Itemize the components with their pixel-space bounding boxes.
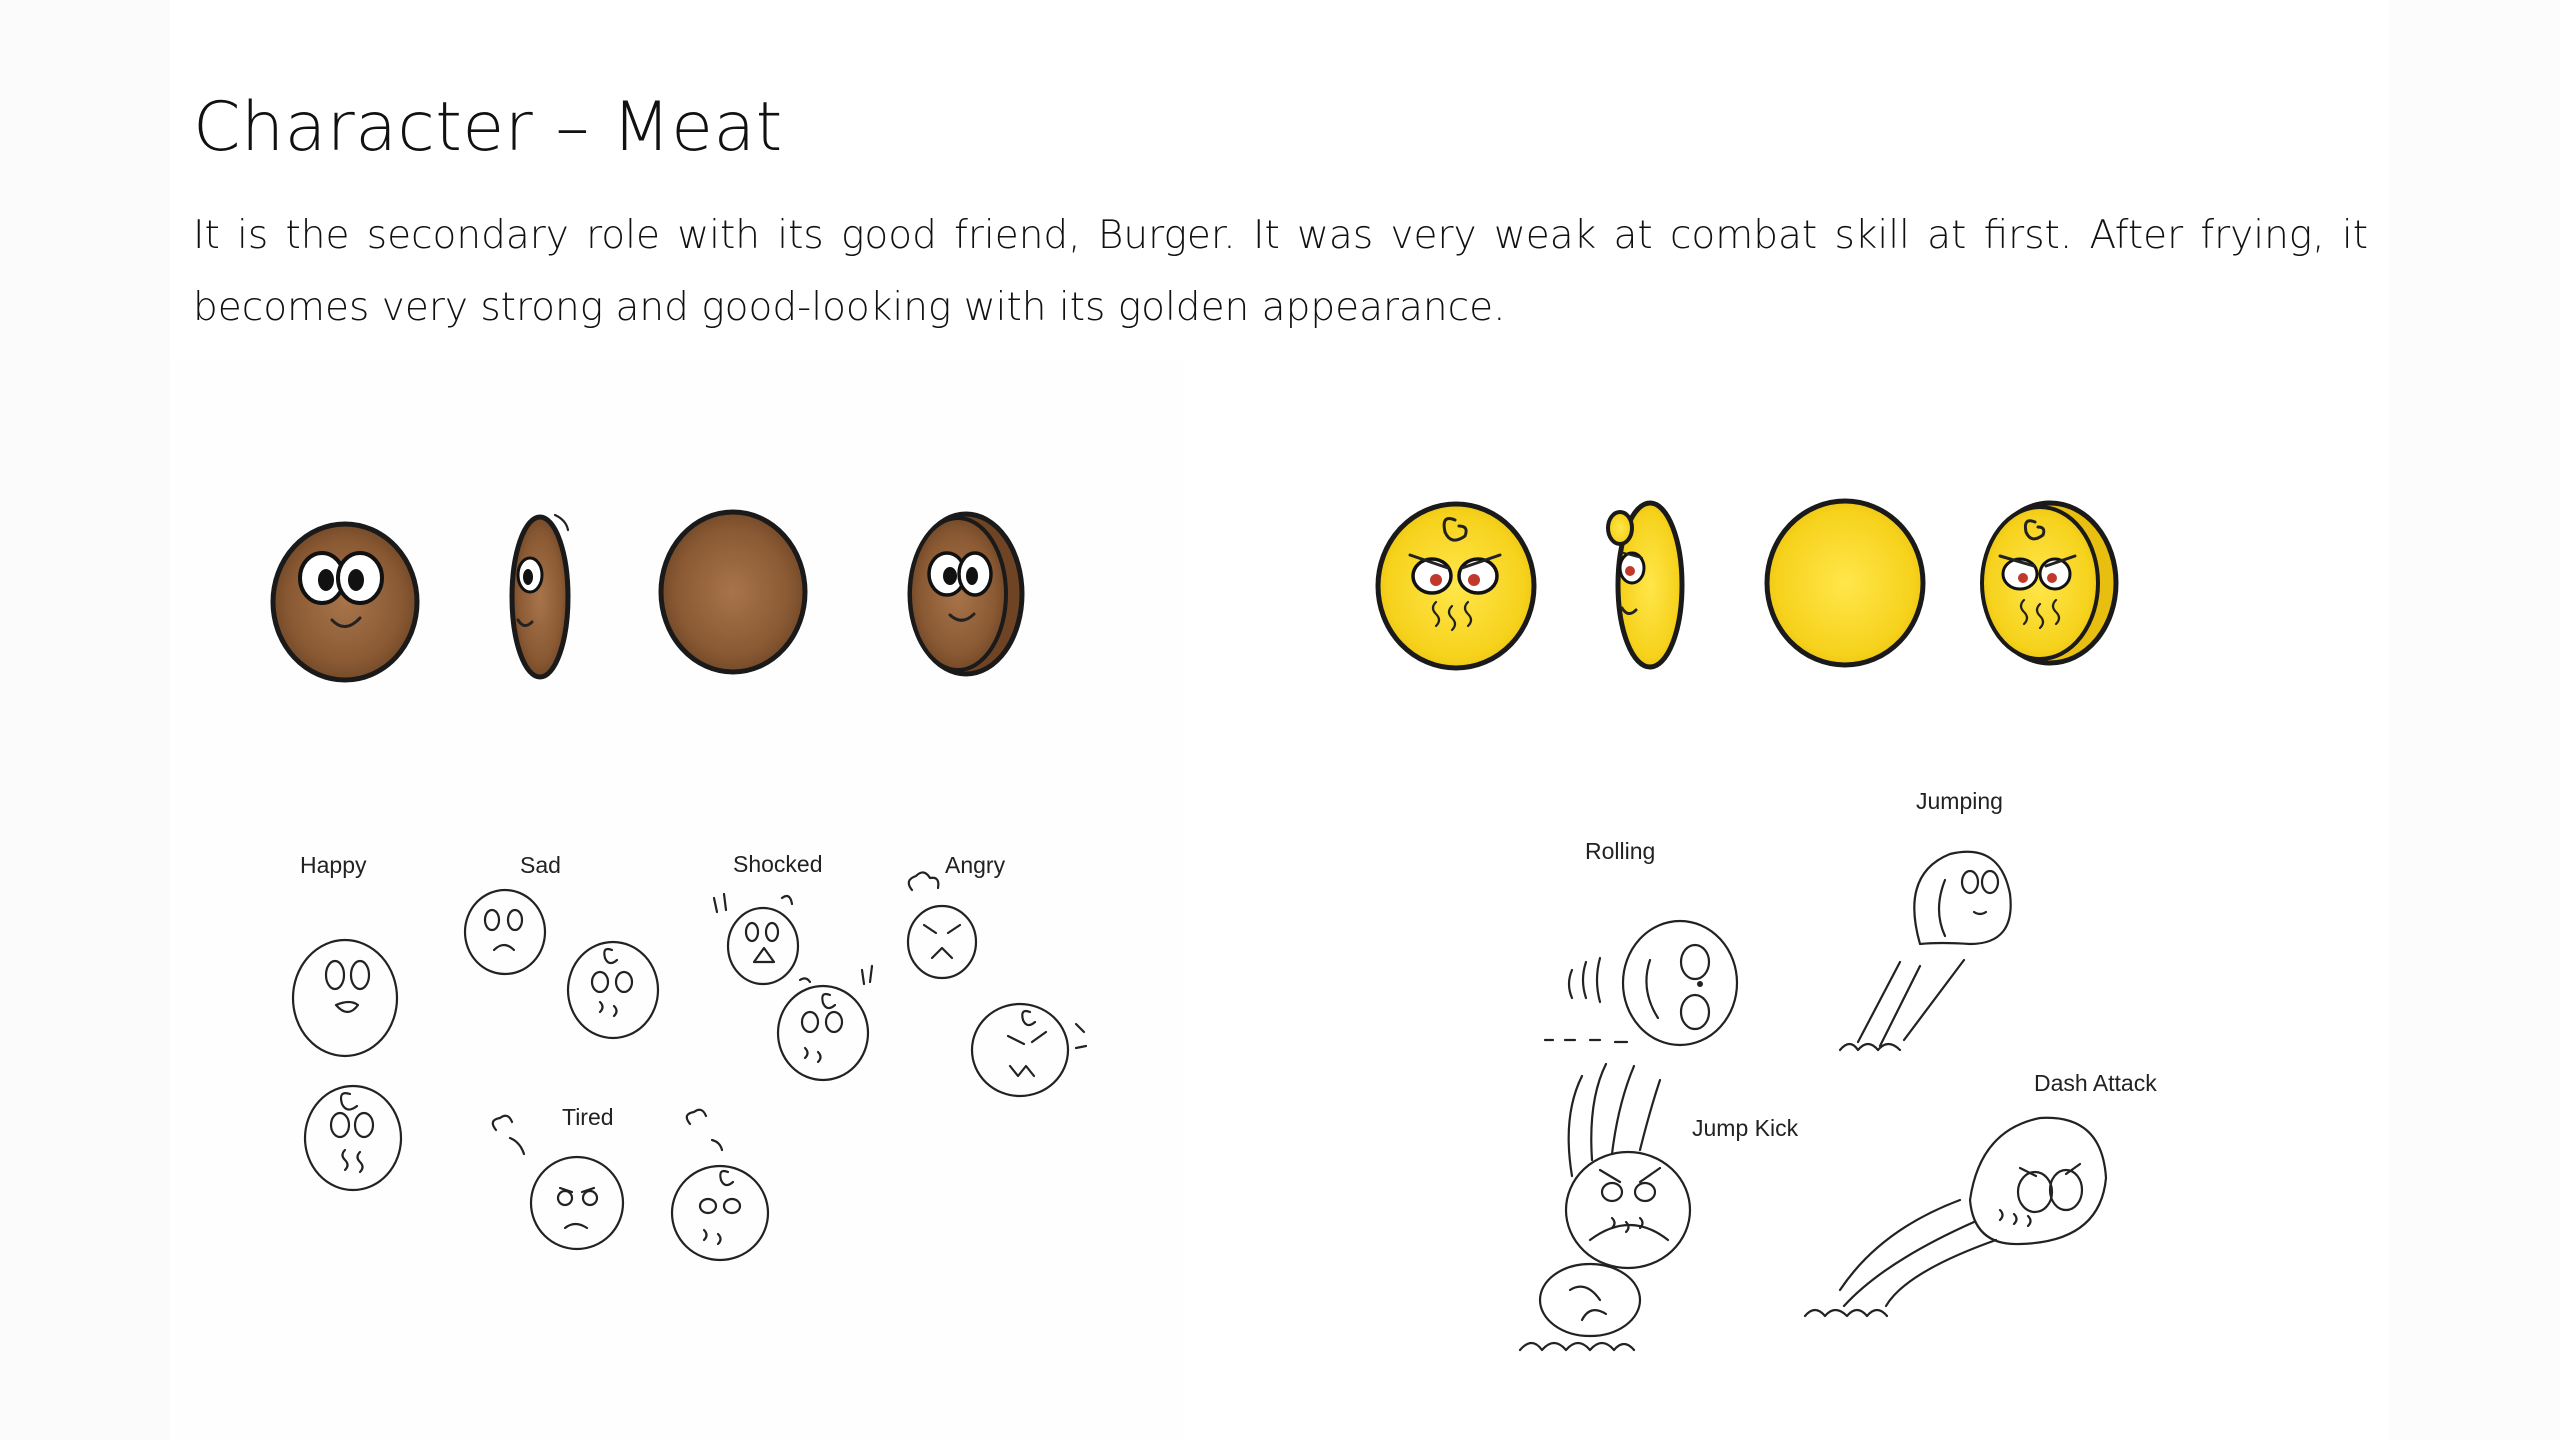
label-sad: Sad [520, 852, 561, 878]
sketch-sad-raw [463, 888, 547, 976]
fried-meat-back-view [1764, 498, 1926, 668]
sketch-sad-fried [566, 940, 660, 1040]
raw-meat-side-view [509, 513, 571, 680]
fried-meat-side-view [1606, 500, 1685, 670]
sketch-jump-kick [1518, 1062, 1692, 1352]
sketch-jumping [1838, 850, 2012, 1052]
label-happy: Happy [300, 852, 367, 878]
sketch-happy-raw [291, 938, 399, 1058]
page-margin-left [0, 0, 170, 1440]
raw-meat-back-view [658, 509, 808, 675]
page-margin-right [2390, 0, 2560, 1440]
label-rolling: Rolling [1585, 838, 1655, 864]
raw-meat-front-view [270, 521, 420, 683]
fried-meat-front-view [1375, 501, 1537, 671]
sketch-tired-raw [491, 1114, 625, 1251]
sketch-angry-fried [970, 1002, 1088, 1098]
label-tired: Tired [562, 1104, 614, 1130]
raw-meat-three-quarter-view [907, 511, 1025, 677]
character-description: It is the secondary role with its good f… [193, 213, 2368, 330]
page-title: Character – Meat [193, 88, 783, 167]
label-jumping: Jumping [1916, 788, 2003, 814]
label-jump-kick: Jump Kick [1692, 1115, 1799, 1141]
label-shocked: Shocked [733, 851, 823, 877]
sketch-rolling [1543, 919, 1739, 1047]
fried-meat-three-quarter-view [1980, 500, 2119, 666]
sketch-dash-attack [1803, 1116, 2108, 1318]
label-dash-attack: Dash Attack [2034, 1070, 2157, 1096]
sketch-happy-fried [303, 1084, 403, 1192]
sketch-tired-fried [670, 1108, 770, 1262]
label-angry: Angry [945, 852, 1006, 878]
sketch-shocked-fried [776, 964, 874, 1082]
sketch-shocked-raw [712, 892, 800, 986]
sketch-angry-raw [906, 871, 978, 980]
